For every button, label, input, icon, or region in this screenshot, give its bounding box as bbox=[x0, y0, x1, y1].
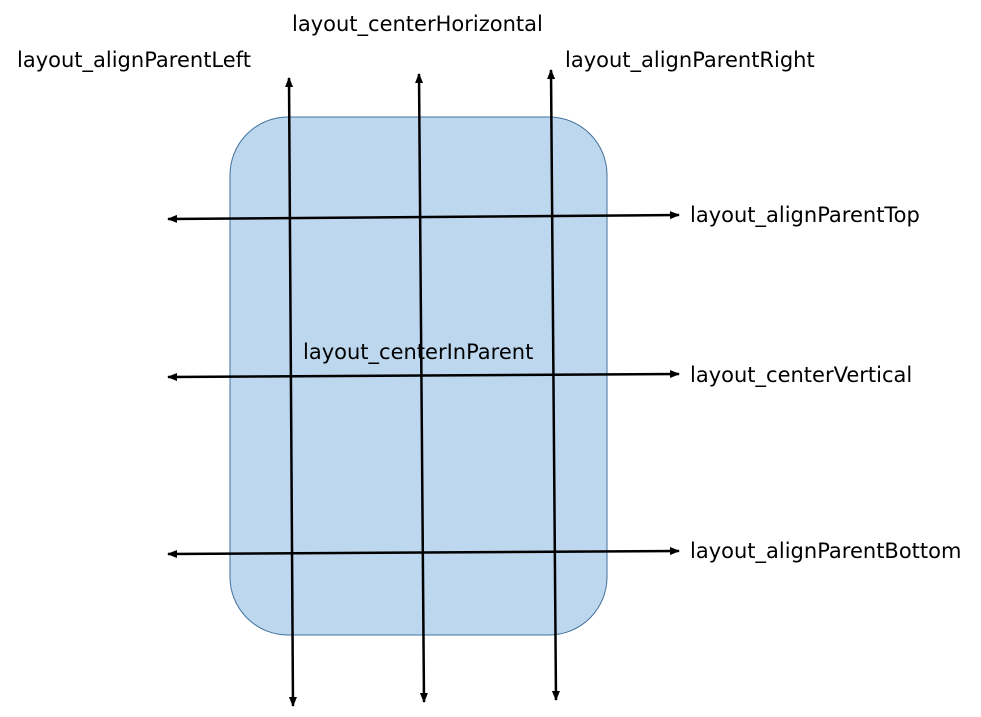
align-parent-left-arrow bbox=[285, 77, 297, 707]
label-align-parent-right: layout_alignParentRight bbox=[565, 48, 815, 73]
label-align-parent-bottom: layout_alignParentBottom bbox=[690, 539, 961, 564]
center-horizontal-arrow bbox=[415, 73, 428, 703]
align-parent-top-arrow bbox=[167, 211, 680, 223]
align-parent-bottom-arrow bbox=[167, 547, 680, 558]
label-align-parent-left: layout_alignParentLeft bbox=[17, 48, 251, 73]
center-vertical-arrow bbox=[167, 370, 680, 381]
align-parent-right-arrow bbox=[547, 69, 560, 701]
label-center-in-parent: layout_centerInParent bbox=[303, 340, 533, 365]
label-align-parent-top: layout_alignParentTop bbox=[690, 203, 920, 228]
label-center-vertical: layout_centerVertical bbox=[690, 363, 912, 388]
label-center-horizontal: layout_centerHorizontal bbox=[292, 12, 543, 37]
